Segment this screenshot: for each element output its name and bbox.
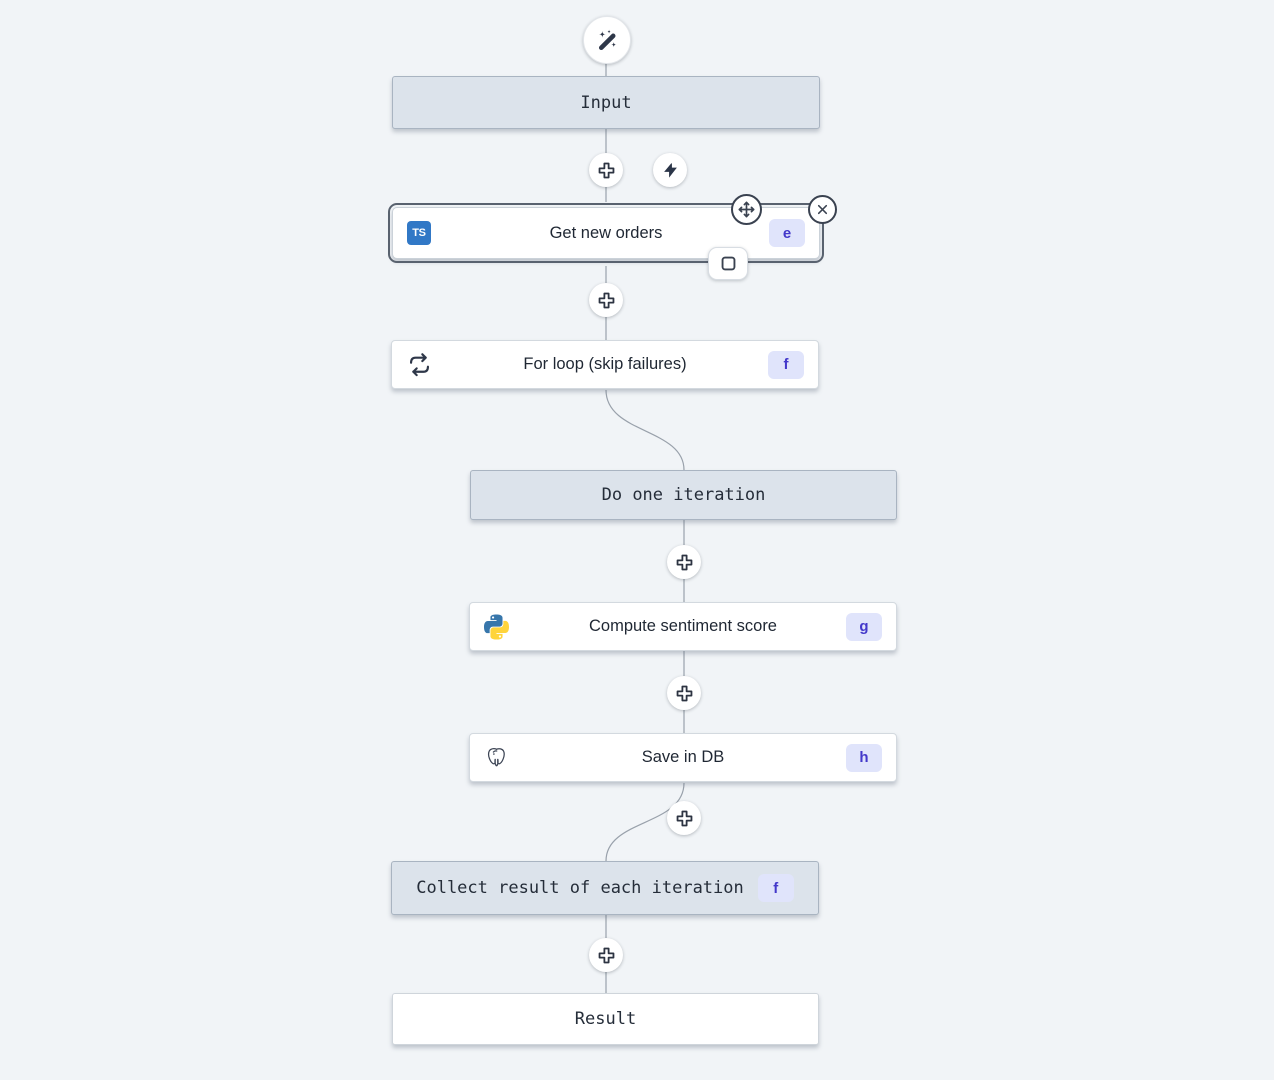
plus-icon (676, 685, 692, 701)
move-node-button[interactable] (731, 194, 762, 225)
for-loop-node[interactable]: For loop (skip failures) f (391, 340, 819, 389)
compute-sentiment-score-node[interactable]: Compute sentiment score g (469, 602, 897, 651)
x-icon (817, 204, 828, 215)
for-loop-label: For loop (skip failures) (523, 355, 687, 373)
typescript-icon: TS (407, 221, 431, 245)
add-step-button[interactable] (589, 153, 623, 187)
plus-icon (676, 554, 692, 570)
plus-icon (598, 292, 614, 308)
square-icon (721, 256, 735, 271)
step-id-badge: g (846, 612, 882, 641)
wand-sparkles-icon (594, 27, 621, 54)
step-id-badge: e (769, 219, 805, 247)
repeat-icon (406, 352, 433, 377)
do-one-iteration-node[interactable]: Do one iteration (470, 470, 897, 520)
compute-sentiment-score-label: Compute sentiment score (588, 617, 777, 635)
input-node[interactable]: Input (392, 76, 820, 129)
result-node[interactable]: Result (392, 993, 819, 1045)
square-toggle-button[interactable] (708, 247, 748, 280)
step-id-badge: f (768, 350, 804, 379)
collect-result-node[interactable]: Collect result of each iteration f (391, 861, 819, 915)
collect-result-label: Collect result of each iteration (416, 878, 744, 898)
step-id-badge: f (757, 874, 794, 902)
delete-node-button[interactable] (808, 195, 837, 224)
run-trigger-button[interactable] (653, 153, 687, 187)
zap-icon (663, 162, 677, 178)
plus-icon (676, 810, 692, 826)
do-one-iteration-label: Do one iteration (601, 485, 766, 505)
move-icon (738, 201, 755, 218)
get-new-orders-label: Get new orders (549, 223, 663, 242)
add-step-button[interactable] (667, 545, 701, 579)
postgresql-icon (484, 745, 509, 770)
add-step-button[interactable] (667, 676, 701, 710)
plus-icon (598, 162, 614, 178)
add-step-button[interactable] (667, 801, 701, 835)
input-node-label: Input (580, 92, 632, 113)
add-step-button[interactable] (589, 283, 623, 317)
python-icon (484, 614, 509, 639)
save-in-db-label: Save in DB (641, 748, 725, 766)
trigger-button[interactable] (583, 16, 631, 64)
save-in-db-node[interactable]: Save in DB h (469, 733, 897, 782)
plus-icon (598, 947, 614, 963)
result-node-label: Result (574, 1009, 637, 1029)
step-id-badge: h (846, 743, 882, 772)
add-step-button[interactable] (589, 938, 623, 972)
